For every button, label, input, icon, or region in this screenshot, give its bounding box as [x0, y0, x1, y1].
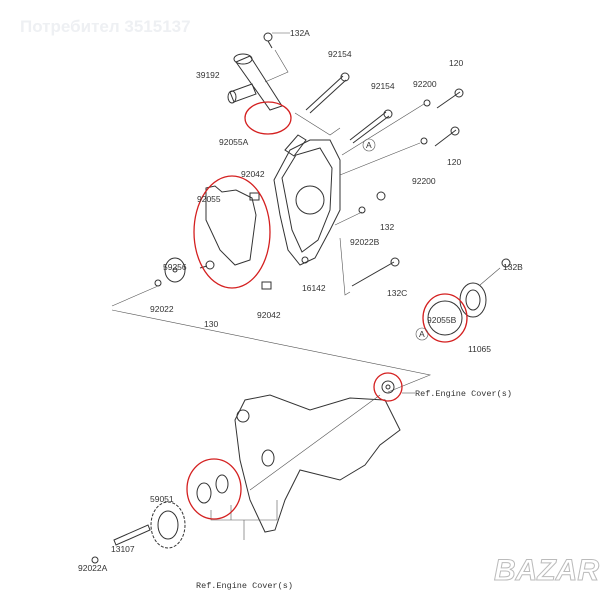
impeller-59256	[111, 257, 432, 393]
highlight-92055A	[244, 101, 292, 135]
label-92042: 92042	[241, 169, 265, 179]
dowel-92042	[261, 281, 272, 290]
marker-A-circle	[415, 327, 429, 341]
watermark-bazar-logo: BAZAR	[494, 554, 599, 587]
engine-cover	[234, 380, 401, 533]
label-92022B: 92022B	[350, 237, 380, 247]
label-92055B: 92055B	[427, 315, 457, 325]
label-92154: 92154	[328, 49, 352, 59]
label-59051: 59051	[150, 494, 174, 504]
highlight-bearings	[186, 458, 242, 520]
label-92154: 92154	[371, 81, 395, 91]
label-11065: 11065	[468, 344, 491, 354]
ref-engine-cover-label: Ref.Engine Cover(s)	[415, 389, 512, 399]
shaft-13107	[113, 524, 151, 546]
ref-engine-cover-label: Ref.Engine Cover(s)	[196, 581, 293, 591]
marker-A: A	[366, 140, 372, 150]
gear-59051	[150, 501, 186, 549]
label-92022: 92022	[150, 304, 174, 314]
watermark-user: Потребител 3515137	[20, 17, 191, 36]
label-132B: 132B	[503, 262, 523, 272]
label-92022A: 92022A	[78, 563, 108, 573]
label-120: 120	[447, 157, 461, 167]
label-132C: 132C	[387, 288, 407, 298]
pump-cover-16142	[273, 134, 341, 266]
water-pipe-39192	[227, 53, 283, 111]
label-132: 132	[380, 222, 394, 232]
bolts	[294, 72, 464, 296]
label-39192: 39192	[196, 70, 220, 80]
bearings	[196, 474, 278, 540]
label-92200: 92200	[413, 79, 437, 89]
marker-A: A	[419, 329, 425, 339]
bolt-132A	[263, 32, 290, 83]
marker-A-circle	[362, 138, 376, 152]
label-16142: 16142	[302, 283, 326, 293]
label-130: 130	[204, 319, 218, 329]
oring-92055B	[427, 300, 463, 336]
dowel-92042	[249, 192, 260, 201]
highlight-92055B	[422, 293, 468, 343]
washer-92022A	[91, 556, 99, 564]
label-120: 120	[449, 58, 463, 68]
gasket-92055	[205, 185, 257, 266]
highlight-92055	[193, 175, 271, 289]
label-13107: 13107	[111, 544, 135, 554]
label-92055A: 92055A	[219, 137, 249, 147]
label-92042: 92042	[257, 310, 281, 320]
label-92055: 92055	[197, 194, 221, 204]
label-132A: 132A	[290, 28, 310, 38]
label-59256: 59256	[163, 262, 187, 272]
label-92200: 92200	[412, 176, 436, 186]
highlight-oil-seal	[373, 372, 403, 402]
